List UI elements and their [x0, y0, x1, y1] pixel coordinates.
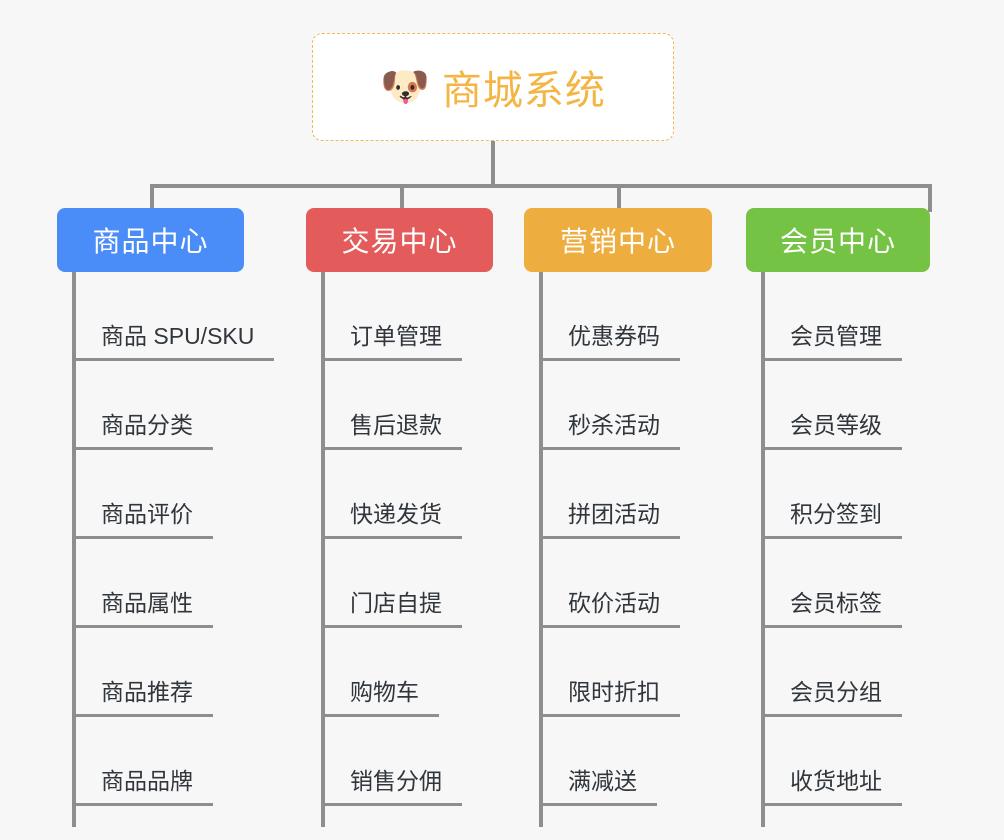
- list-item[interactable]: 商品评价: [72, 450, 274, 539]
- category-box-marketing[interactable]: 营销中心: [524, 208, 712, 272]
- leaf-label: 购物车: [321, 673, 439, 717]
- connector-root-stem: [491, 141, 495, 186]
- list-item[interactable]: 门店自提: [321, 539, 493, 628]
- leaf-label: 拼团活动: [539, 495, 680, 539]
- list-item[interactable]: 商品分类: [72, 361, 274, 450]
- leaf-list-product: 商品 SPU/SKU 商品分类 商品评价 商品属性 商品推荐 商品品牌: [57, 272, 275, 827]
- leaf-list-member: 会员管理 会员等级 积分签到 会员标签 会员分组 收货地址: [746, 272, 930, 827]
- list-item[interactable]: 会员等级: [761, 361, 930, 450]
- branch-column-product: 商品中心 商品 SPU/SKU 商品分类 商品评价 商品属性 商品推荐 商品品牌: [57, 208, 275, 827]
- leaf-label: 订单管理: [321, 317, 462, 361]
- leaf-label: 满减送: [539, 762, 657, 806]
- root-node-label: 商城系统: [441, 69, 606, 113]
- leaf-label: 售后退款: [321, 406, 462, 450]
- list-item[interactable]: 购物车: [321, 628, 493, 717]
- branch-column-trade: 交易中心 订单管理 售后退款 快递发货 门店自提 购物车 销售分佣: [306, 208, 493, 827]
- list-item[interactable]: 满减送: [539, 717, 712, 806]
- shiba-dog-icon: 🐶: [380, 65, 430, 109]
- list-item[interactable]: 商品 SPU/SKU: [72, 272, 275, 361]
- connector-spine-trade: [321, 272, 325, 827]
- list-item[interactable]: 会员分组: [761, 628, 930, 717]
- category-box-trade[interactable]: 交易中心: [306, 208, 493, 272]
- leaf-label: 积分签到: [761, 495, 902, 539]
- connector-spine-product: [72, 272, 76, 827]
- list-item[interactable]: 商品推荐: [72, 628, 274, 717]
- leaf-label: 商品品牌: [72, 762, 213, 806]
- leaf-label: 商品分类: [72, 406, 213, 450]
- leaf-list-marketing: 优惠券码 秒杀活动 拼团活动 砍价活动 限时折扣 满减送: [524, 272, 712, 827]
- list-item[interactable]: 限时折扣: [539, 628, 712, 717]
- list-item[interactable]: 收货地址: [761, 717, 930, 806]
- leaf-label: 商品属性: [72, 584, 213, 628]
- list-item[interactable]: 订单管理: [321, 272, 493, 361]
- list-item[interactable]: 商品属性: [72, 539, 274, 628]
- category-box-member[interactable]: 会员中心: [746, 208, 930, 272]
- list-item[interactable]: 砍价活动: [539, 539, 712, 628]
- leaf-list-trade: 订单管理 售后退款 快递发货 门店自提 购物车 销售分佣: [306, 272, 493, 827]
- list-item[interactable]: 优惠券码: [539, 272, 712, 361]
- leaf-label: 限时折扣: [539, 673, 680, 717]
- leaf-label: 商品 SPU/SKU: [72, 317, 275, 361]
- list-item[interactable]: 快递发货: [321, 450, 493, 539]
- connector-drop-3: [928, 186, 932, 212]
- leaf-label: 门店自提: [321, 584, 462, 628]
- connector-horizontal-bar: [150, 184, 932, 188]
- leaf-label: 销售分佣: [321, 762, 462, 806]
- leaf-label: 会员标签: [761, 584, 902, 628]
- list-item[interactable]: 会员标签: [761, 539, 930, 628]
- leaf-label: 砍价活动: [539, 584, 680, 628]
- list-item[interactable]: 售后退款: [321, 361, 493, 450]
- leaf-label: 商品评价: [72, 495, 213, 539]
- leaf-label: 秒杀活动: [539, 406, 680, 450]
- category-box-product[interactable]: 商品中心: [57, 208, 244, 272]
- leaf-label: 快递发货: [321, 495, 462, 539]
- list-item[interactable]: 会员管理: [761, 272, 930, 361]
- root-node[interactable]: 🐶 商城系统: [312, 33, 674, 141]
- list-item[interactable]: 秒杀活动: [539, 361, 712, 450]
- leaf-label: 会员等级: [761, 406, 902, 450]
- branch-column-marketing: 营销中心 优惠券码 秒杀活动 拼团活动 砍价活动 限时折扣 满减送: [524, 208, 712, 827]
- connector-spine-marketing: [539, 272, 543, 827]
- list-item[interactable]: 积分签到: [761, 450, 930, 539]
- leaf-label: 优惠券码: [539, 317, 680, 361]
- branch-column-member: 会员中心 会员管理 会员等级 积分签到 会员标签 会员分组 收货地址: [746, 208, 930, 827]
- list-item[interactable]: 商品品牌: [72, 717, 274, 806]
- connector-drop-2: [617, 186, 621, 212]
- leaf-label: 收货地址: [761, 762, 902, 806]
- leaf-label: 商品推荐: [72, 673, 213, 717]
- connector-drop-0: [150, 186, 154, 212]
- list-item[interactable]: 销售分佣: [321, 717, 493, 806]
- connector-spine-member: [761, 272, 765, 827]
- leaf-label: 会员管理: [761, 317, 902, 361]
- connector-drop-1: [400, 186, 404, 212]
- leaf-label: 会员分组: [761, 673, 902, 717]
- list-item[interactable]: 拼团活动: [539, 450, 712, 539]
